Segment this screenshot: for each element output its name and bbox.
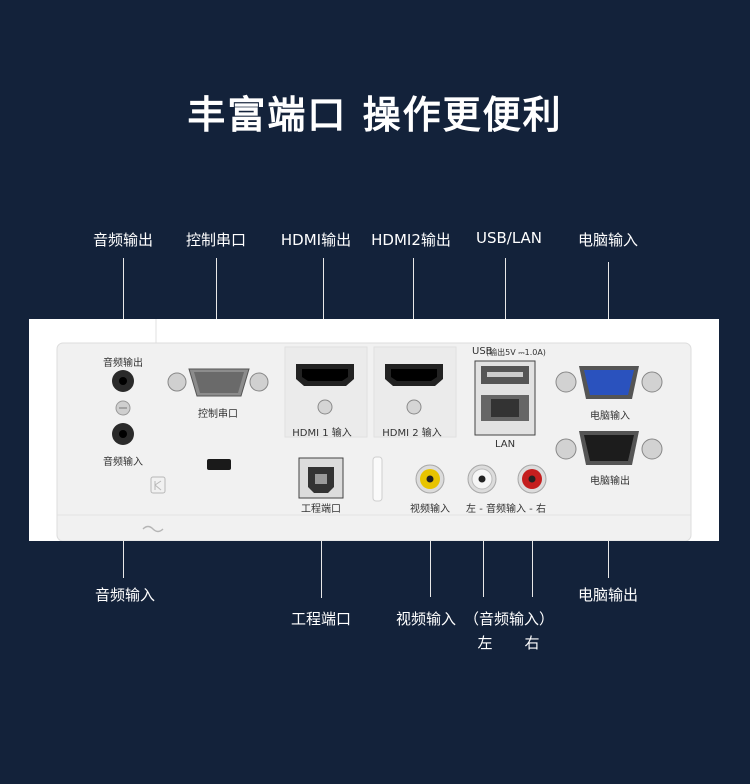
callout-audio-out: 音频输出 [92,231,154,249]
tab-slot [372,456,383,502]
leader-line-hdmi2-out [413,258,414,374]
leader-line-audio-out [123,258,124,362]
serial-screw-right [249,372,269,392]
vga-in-connector [584,370,634,395]
vga-in-screw-left [555,371,577,393]
panel-label-usb: USB [472,346,493,357]
vga-out-screw-left [555,438,577,460]
leader-line-control-serial [216,258,217,370]
panel-label-hdmi1-in: HDMI 1 输入 [292,428,352,439]
kensington-mark [150,476,166,494]
vga-out-screw-right [641,438,663,460]
hdmi1-screw [317,399,333,415]
callout-right: 右 [524,634,540,652]
page-title: 丰富端口 操作更便利 [187,93,563,137]
hdmi1-bay [284,346,368,438]
callout-usb-lan: USB/LAN [475,229,543,247]
panel-label-service-port: 工程端口 [301,504,341,515]
leader-line-service-port [321,490,322,598]
security-slot [207,459,231,470]
hdmi2-bay [373,346,457,438]
panel-label-pc-in: 电脑输入 [590,411,630,422]
panel-label-audio-lr: 左 - 音频输入 - 右 [466,504,546,515]
panel-label-audio-in: 音频输入 [103,457,143,468]
leader-line-hdmi-out [323,258,324,374]
callout-audio-in-paren: （音频输入） [463,610,555,628]
callout-left: 左 [477,634,493,652]
callout-service-port: 工程端口 [290,610,352,628]
panel-label-control-serial: 控制串口 [198,409,238,420]
hdmi2-screw [406,399,422,415]
vga-in-screw-right [641,371,663,393]
callout-hdmi-out: HDMI输出 [280,231,352,249]
serial-screw-left [167,372,187,392]
panel-label-usb-spec: (输出5V ⎓1.0A) [486,348,546,357]
panel-label-pc-out: 电脑输出 [590,476,630,487]
callout-hdmi2-out: HDMI2输出 [371,231,451,249]
panel-label-hdmi2-in: HDMI 2 输入 [382,428,442,439]
callout-control-serial: 控制串口 [185,231,247,249]
callout-video-in: 视频输入 [395,610,457,628]
callout-audio-in: 音频输入 [94,586,156,604]
panel-label-video-in: 视频输入 [410,504,450,515]
callout-pc-in: 电脑输入 [577,231,639,249]
panel-illustration [29,319,719,541]
ac-symbol [142,525,164,533]
leader-line-audio-left [483,485,484,597]
panel-label-audio-out: 音频输出 [103,358,143,369]
projector-back-panel: 音频输出 音频输入 控制串口 HDMI 1 输入 HDMI 2 输入 USB (… [29,319,719,541]
leader-line-audio-right [532,485,533,597]
callout-pc-out: 电脑输出 [577,586,639,604]
panel-label-lan: LAN [494,439,516,450]
leader-line-video-in [430,485,431,597]
leader-line-usb-lan [505,258,506,370]
vga-out-connector [584,435,634,461]
